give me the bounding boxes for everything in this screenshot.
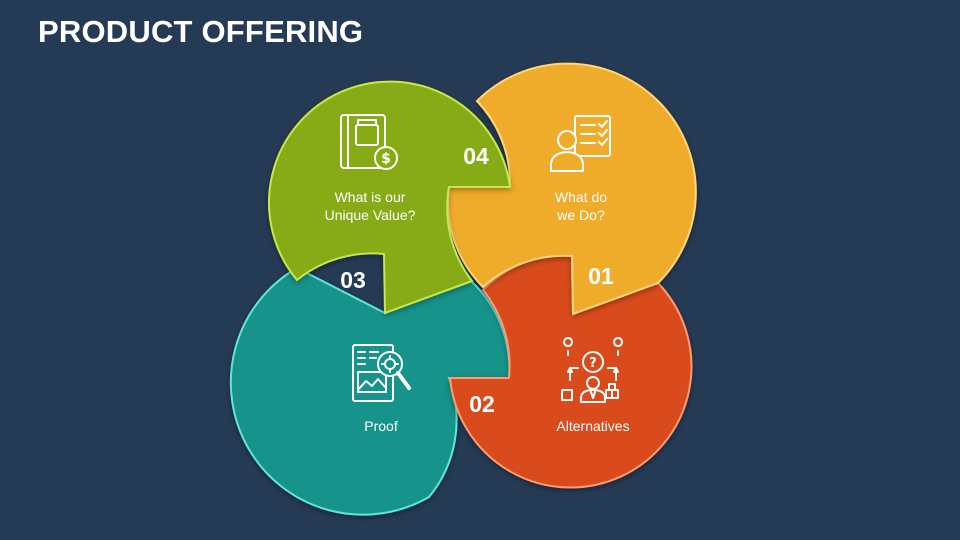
segment-01-label-line-1: What do [555,189,607,205]
slide-title: PRODUCT OFFERING [38,14,364,49]
segment-02-label: Alternatives [556,418,629,434]
segment-01-shape [447,62,697,316]
person-checklist-icon [550,115,611,172]
segment-01-label-line-2: we Do? [556,207,605,223]
segment-04-shape [268,80,512,315]
segment-01 [447,62,697,316]
segment-03-label: Proof [364,418,398,434]
segment-04-label-line-2: Unique Value? [325,207,416,223]
svg-text:$: $ [381,151,391,167]
segment-01-number: 01 [588,263,614,289]
segment-03-number: 03 [340,267,366,293]
decision-options-icon: ? [561,337,624,403]
segment-04-number: 04 [463,143,489,169]
segment-04 [268,80,512,315]
document-search-icon [352,344,411,402]
segment-04-label-line-1: What is our [335,189,406,205]
product-price-icon: $ [340,114,398,170]
segment-02-number: 02 [469,391,495,417]
svg-text:?: ? [589,356,597,371]
